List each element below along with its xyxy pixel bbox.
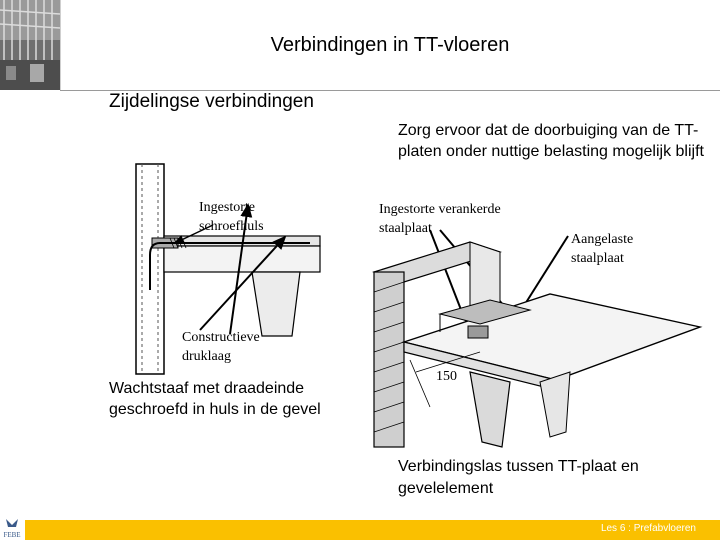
logo-text: FEBE [3,531,20,539]
caption-wachtstaaf: Wachtstaaf met draadeinde geschroefd in … [109,380,321,418]
header-divider-vertical [60,0,61,90]
header-divider [60,90,720,91]
header-photo [0,0,60,90]
label-constructieve-druklaag: Constructieve druklaag [182,330,260,364]
label-ingestorte-schroefhuls: Ingestorte schroefhuls [199,200,264,234]
footer-bar [25,520,720,540]
dimension-label: 150 [436,369,457,384]
right-detail-drawing: 150 [372,241,703,448]
caption-verbindingslas: Verbindingslas tussen TT-plaat en gevele… [398,458,639,497]
label-ingestorte-verankerde-staalplaat: Ingestorte verankerde staalplaat [379,202,501,236]
footer-text: Les 6 : Prefabvloeren [600,523,696,534]
note-text: Zorg ervoor dat de doorbuiging van de TT… [398,122,704,160]
febe-logo: FEBE [0,517,24,540]
section-heading: Zijdelingse verbindingen [109,91,314,112]
label-aangelaste-staalplaat: Aangelaste staalplaat [571,232,634,266]
page-title: Verbindingen in TT-vloeren [270,34,510,56]
